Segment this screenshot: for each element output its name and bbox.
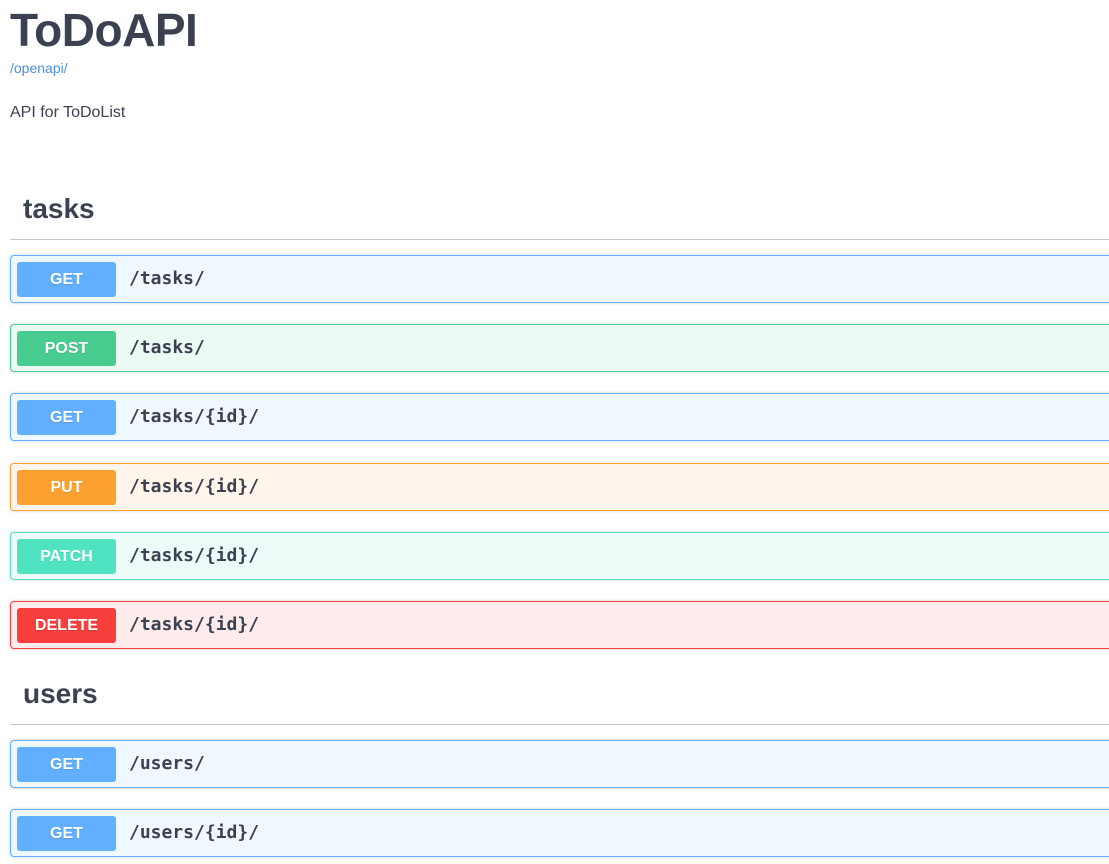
operation-path: /tasks/{id}/ xyxy=(129,476,260,497)
method-badge-post: POST xyxy=(17,331,116,366)
tag-header-tasks[interactable]: tasks xyxy=(10,191,1109,240)
tag-section-users: users GET /users/ GET /users/{id}/ xyxy=(10,676,1109,857)
tag-section-tasks: tasks GET /tasks/ POST /tasks/ GET /task… xyxy=(10,191,1109,649)
operation-get-user-by-id[interactable]: GET /users/{id}/ xyxy=(10,809,1109,857)
operation-put-task-by-id[interactable]: PUT /tasks/{id}/ xyxy=(10,463,1109,511)
method-badge-delete: DELETE xyxy=(17,608,116,643)
openapi-spec-link[interactable]: /openapi/ xyxy=(10,60,68,76)
operation-path: /tasks/{id}/ xyxy=(129,614,260,635)
operation-post-tasks[interactable]: POST /tasks/ xyxy=(10,324,1109,372)
api-title: ToDoAPI xyxy=(10,4,198,56)
method-badge-get: GET xyxy=(17,400,116,435)
operation-patch-task-by-id[interactable]: PATCH /tasks/{id}/ xyxy=(10,532,1109,580)
operation-delete-task-by-id[interactable]: DELETE /tasks/{id}/ xyxy=(10,601,1109,649)
operation-get-users[interactable]: GET /users/ xyxy=(10,740,1109,788)
operation-path: /users/{id}/ xyxy=(129,822,260,843)
tag-title-users: users xyxy=(23,678,98,709)
method-badge-patch: PATCH xyxy=(17,539,116,574)
method-badge-get: GET xyxy=(17,747,116,782)
api-description: API for ToDoList xyxy=(10,104,126,121)
operation-get-task-by-id[interactable]: GET /tasks/{id}/ xyxy=(10,393,1109,441)
method-badge-put: PUT xyxy=(17,470,116,505)
operation-path: /tasks/ xyxy=(129,337,205,358)
tag-title-tasks: tasks xyxy=(23,193,95,224)
operation-path: /tasks/{id}/ xyxy=(129,406,260,427)
tag-header-users[interactable]: users xyxy=(10,676,1109,725)
operation-path: /users/ xyxy=(129,753,205,774)
operation-path: /tasks/ xyxy=(129,268,205,289)
operation-path: /tasks/{id}/ xyxy=(129,545,260,566)
method-badge-get: GET xyxy=(17,262,116,297)
operation-get-tasks[interactable]: GET /tasks/ xyxy=(10,255,1109,303)
method-badge-get: GET xyxy=(17,816,116,851)
